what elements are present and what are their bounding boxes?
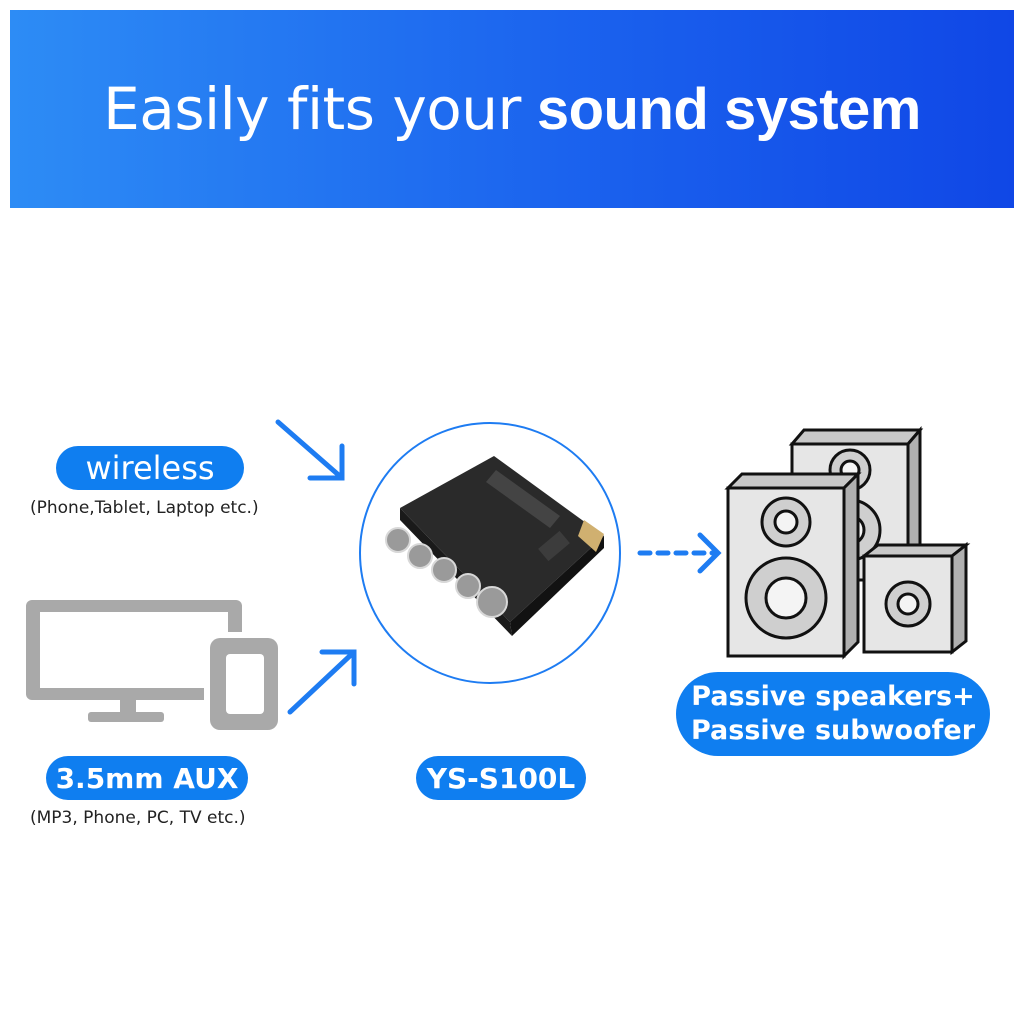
banner-title-part-a: Easily fits your [103, 75, 521, 143]
aux-description: (MP3, Phone, PC, TV etc.) [30, 808, 246, 828]
model-label: YS-S100L [416, 756, 586, 800]
output-label: Passive speakers+ Passive subwoofer [676, 672, 990, 756]
wireless-description: (Phone,Tablet, Laptop etc.) [30, 498, 259, 518]
output-label-line1: Passive speakers+ [691, 681, 975, 712]
aux-label: 3.5mm AUX [46, 756, 248, 800]
monitor-icon [26, 600, 242, 722]
phone-icon [204, 632, 284, 736]
speakers-icon [724, 425, 971, 660]
arrow-aux-icon [287, 649, 357, 715]
wireless-label: wireless [56, 446, 244, 490]
amplifier-board-icon [385, 456, 604, 636]
arrow-output-icon [637, 532, 722, 574]
arrow-wireless-icon [275, 419, 345, 481]
banner-title-part-b: sound system [536, 77, 922, 142]
output-label-line2: Passive subwoofer [690, 715, 976, 746]
